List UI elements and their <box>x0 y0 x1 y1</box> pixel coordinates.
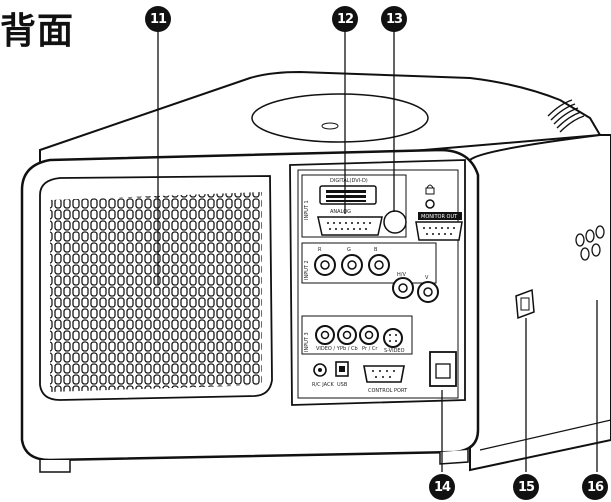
label-digital: DIGITAL(DVI-D) <box>330 178 368 184</box>
lamp-cover-screw <box>321 122 339 130</box>
monitor-out-label-bg <box>418 212 462 220</box>
callout-11: 11 <box>145 6 171 32</box>
page-title: 背面 <box>0 11 75 52</box>
label-analog: ANALOG <box>330 209 351 215</box>
label-g: G <box>347 247 351 253</box>
label-s-video: S-VIDEO <box>384 348 405 354</box>
top-grille <box>547 99 585 133</box>
leader-lines <box>157 30 598 472</box>
lock-icon <box>425 184 435 195</box>
label-b: B <box>374 247 378 253</box>
callout-12: 12 <box>332 6 358 32</box>
label-video-y: VIDEO / Y <box>316 346 341 352</box>
callout-16: 16 <box>582 474 608 500</box>
label-input1: INPUT 1 <box>304 200 310 220</box>
side-speaker-holes <box>575 225 605 261</box>
label-v: V <box>425 275 429 281</box>
foot-right <box>439 450 469 465</box>
indicator-icon <box>425 199 435 209</box>
label-monitor-out: MONITOR OUT <box>421 214 458 220</box>
security-slot <box>515 288 535 320</box>
analog-vga-connector <box>317 216 383 236</box>
label-input2: INPUT 2 <box>304 260 310 280</box>
label-rc-jack: R/C JACK <box>312 382 334 388</box>
exhaust-vent-grille <box>50 192 262 392</box>
label-h-v: H/V <box>397 272 406 278</box>
input2-rca-jacks <box>314 254 439 303</box>
callout-13: 13 <box>381 6 407 32</box>
projector-right-side <box>469 134 611 472</box>
label-pr-cr: Pr / Cr <box>362 346 378 352</box>
foot-left <box>39 460 71 473</box>
callout-14: 14 <box>429 474 455 500</box>
callout-15: 15 <box>513 474 539 500</box>
label-pb-cb: Pb / Cb <box>340 346 358 352</box>
monitor-out-connector <box>415 221 463 241</box>
terminal-panel-inner <box>297 169 459 399</box>
label-usb: USB <box>337 382 348 388</box>
remote-receiver <box>383 210 407 234</box>
label-input3: INPUT 3 <box>304 332 310 352</box>
control-port-connector <box>363 365 405 383</box>
label-r: R <box>318 247 322 253</box>
lamp-cover <box>251 93 429 143</box>
input3-jacks <box>315 325 403 348</box>
label-control-port: CONTROL PORT <box>368 388 408 394</box>
